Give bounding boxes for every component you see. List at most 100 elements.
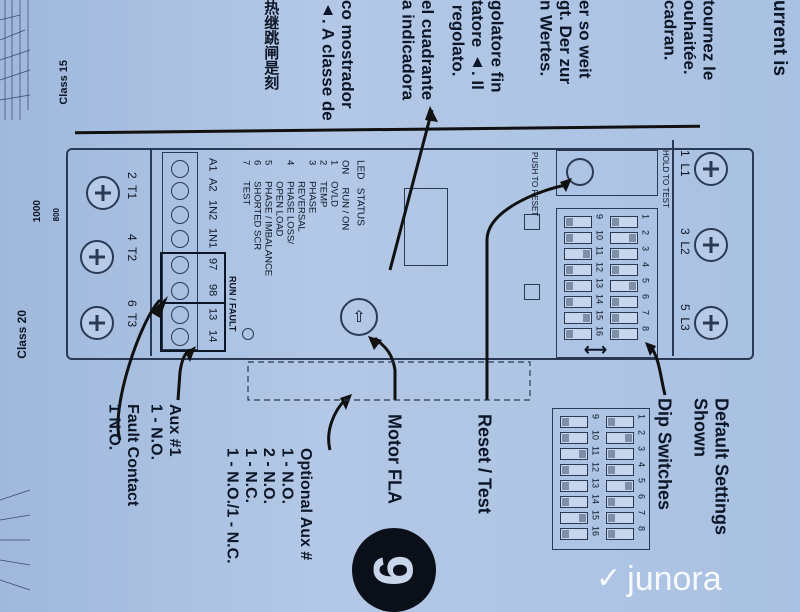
dial-arrow-icon: ⇧: [352, 309, 366, 326]
dip-switch[interactable]: [564, 328, 592, 340]
terminal-t3-label: 6 T3: [124, 300, 139, 328]
dip-switch[interactable]: [564, 232, 592, 244]
aux1-label: Aux #1 1 - N.O.: [147, 404, 183, 461]
dip-switch[interactable]: [606, 528, 634, 540]
dip-switch[interactable]: [606, 480, 634, 492]
default-settings-label: Default Settings Shown: [690, 398, 732, 536]
dip-switch[interactable]: [606, 496, 634, 508]
reset-test-button[interactable]: [566, 158, 594, 186]
fault-contact-label: Fault Contact 1 N.O.: [105, 404, 141, 507]
dip-switch[interactable]: [560, 496, 588, 508]
terminal-t1-label: 2 T1: [124, 172, 139, 200]
led-status-item: 5 PHASE / IMBALANCE: [262, 160, 274, 277]
dip-switch-number: 16: [594, 326, 605, 337]
push-to-reset-label: PUSH TO RESET: [530, 152, 540, 217]
run-fault-label: RUN / FAULT: [227, 276, 238, 332]
dip-switch[interactable]: [606, 448, 634, 460]
terminal-t2-label: 4 T2: [124, 234, 139, 262]
dip-switch-number: 10: [594, 230, 605, 241]
dip-switch-number: 5: [636, 478, 647, 484]
dip-switch[interactable]: [564, 248, 592, 260]
terminal-14: [171, 328, 189, 346]
terminal-l3-label: 5 L3: [677, 304, 692, 331]
screw-t2: [80, 240, 114, 274]
dip-switch[interactable]: [560, 528, 588, 540]
dip-switch-number: 3: [636, 446, 647, 452]
dip-switch-number: 9: [594, 214, 605, 220]
terminal-label-a2: A2: [206, 178, 219, 192]
dip-switch[interactable]: [610, 248, 638, 260]
terminal-label-97: 97: [206, 258, 219, 271]
screw-l3: [694, 306, 728, 340]
dip-switch-number: 8: [636, 526, 647, 532]
trip-curve-fragment: [0, 0, 31, 591]
dip-switch-number: 4: [636, 462, 647, 468]
dip-switch-number: 7: [640, 310, 651, 316]
dip-switch[interactable]: [560, 416, 588, 428]
terminal-97: [171, 256, 189, 274]
dip-switch[interactable]: [606, 416, 634, 428]
terminal-98: [171, 282, 189, 300]
terminal-label-a1: A1: [206, 158, 219, 172]
dip-switch[interactable]: [564, 264, 592, 276]
dip-switches-label: Dip Switches: [654, 398, 675, 511]
dip-switch[interactable]: [564, 216, 592, 228]
dip-switch[interactable]: [560, 448, 588, 460]
dip-switch[interactable]: [606, 432, 634, 444]
dip-switch-number: 11: [590, 446, 601, 456]
dip-switch[interactable]: [560, 512, 588, 524]
dip-switch[interactable]: [610, 296, 638, 308]
dip-switch-number: 13: [590, 478, 601, 489]
indicator-square: [524, 284, 540, 300]
dip-switch[interactable]: [610, 232, 638, 244]
led-status-item: ON RUN / ON: [339, 160, 351, 231]
text-column-italian: golatore fin tatore ▲. Il regolato.: [448, 0, 507, 93]
display-window: [404, 188, 448, 266]
overload-relay-body: [66, 148, 754, 360]
terminal-a1: [171, 160, 189, 178]
dip-switch-number: 2: [640, 230, 651, 236]
dip-switch[interactable]: [610, 328, 638, 340]
dip-switch[interactable]: [610, 216, 638, 228]
screw-t1: [86, 176, 120, 210]
dip-switch-number: 3: [640, 246, 651, 252]
dip-switch[interactable]: [606, 464, 634, 476]
terminal-1n1: [171, 230, 189, 248]
text-column-chinese: 热继跳闸是刻: [262, 0, 280, 90]
dip-switch-number: 15: [590, 510, 601, 521]
double-arrow-icon: ⟷: [584, 342, 607, 359]
dip-switch-number: 11: [594, 246, 605, 256]
dip-switch[interactable]: [610, 312, 638, 324]
dip-switch[interactable]: [606, 512, 634, 524]
motor-fla-label: Motor FLA: [384, 414, 405, 504]
dip-switch-number: 8: [640, 326, 651, 332]
watermark-text: junora: [627, 560, 722, 598]
dip-switch[interactable]: [610, 280, 638, 292]
reset-test-label: Reset / Test: [474, 414, 495, 514]
reset-housing: [556, 150, 658, 196]
screw-t3: [80, 306, 114, 340]
dip-switch[interactable]: [610, 264, 638, 276]
dip-switch[interactable]: [564, 296, 592, 308]
default-dip-diagram: [552, 408, 650, 550]
dip-switch-number: 12: [594, 262, 605, 273]
dip-switch[interactable]: [564, 312, 592, 324]
terminal-label-98: 98: [206, 284, 219, 297]
dip-switch-number: 15: [594, 310, 605, 321]
text-column-french: tournez le ouhaitée. cadran.: [660, 0, 719, 81]
dip-switch-number: 14: [590, 494, 601, 505]
led-status-item: OPEN LOAD: [273, 160, 285, 237]
dip-switch[interactable]: [560, 464, 588, 476]
check-logo-icon: ✓: [596, 562, 622, 595]
junora-watermark: ✓junora: [596, 560, 722, 598]
section-number-badge: 9: [352, 528, 436, 612]
led-status-item: 4 PHASE LOSS/: [284, 160, 296, 244]
dip-switch-number: 1: [636, 414, 647, 420]
terminal-a2: [171, 182, 189, 200]
dip-switch[interactable]: [560, 432, 588, 444]
dip-switch[interactable]: [560, 480, 588, 492]
dip-switch[interactable]: [564, 280, 592, 292]
dip-switch-number: 2: [636, 430, 647, 436]
motor-fla-dial[interactable]: ⇧: [340, 298, 378, 336]
